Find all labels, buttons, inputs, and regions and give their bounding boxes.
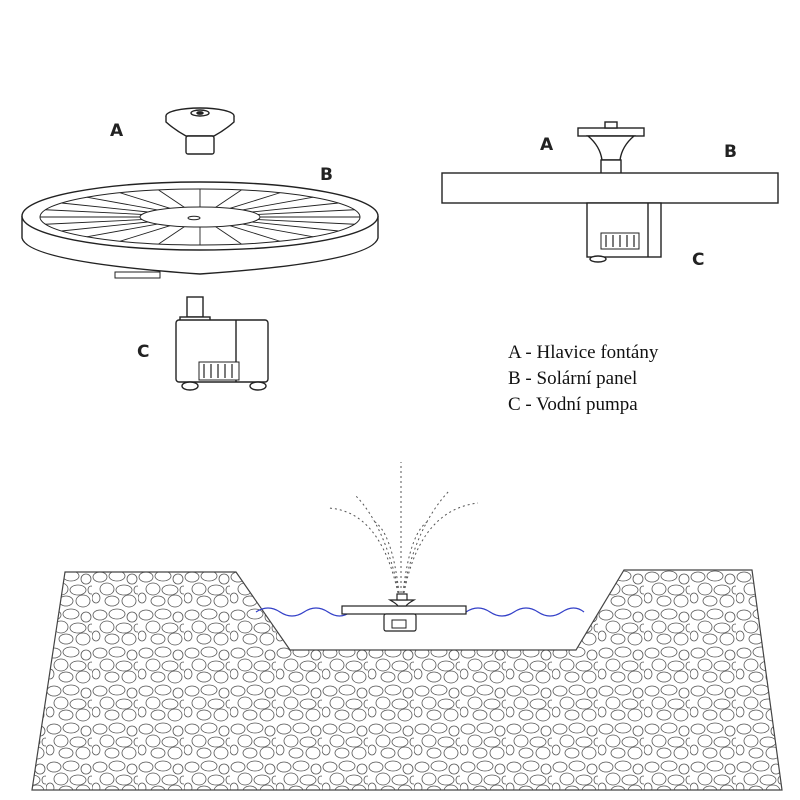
solar-cell-divider (61, 221, 149, 232)
label-c: C (137, 342, 149, 362)
water-surface-right (465, 607, 585, 617)
solar-cell-divider (242, 196, 314, 211)
legend-item-solar-panel: B - Solární panel (508, 368, 638, 389)
side-solar-panel (441, 172, 779, 204)
side-label-a: A (540, 135, 554, 155)
solar-cell-divider (229, 225, 281, 242)
solar-cell-divider (257, 219, 355, 225)
solar-cell-divider (215, 189, 242, 208)
solar-cell-divider (242, 223, 314, 238)
side-label-b: B (724, 142, 737, 162)
label-b: B (320, 165, 333, 185)
side-label-c: C (692, 250, 704, 270)
water-surface-left (255, 607, 351, 617)
fountain-head-nozzle (165, 107, 235, 155)
solar-cell-divider (215, 226, 242, 245)
pebble-bank (31, 569, 783, 791)
solar-cell-divider (158, 226, 185, 245)
legend: A - Hlavice fontány B - Solární panel C … (508, 340, 658, 418)
solar-cell-divider (229, 192, 281, 209)
label-a: A (110, 121, 124, 141)
pond-scene (31, 462, 783, 791)
solar-cell-divider (45, 219, 143, 225)
solar-cell-divider (119, 225, 171, 242)
exploded-view: A B (21, 107, 379, 391)
side-water-pump (586, 202, 662, 263)
water-pump (175, 296, 269, 391)
solar-cell-divider (251, 221, 339, 232)
solar-panel-disc (21, 181, 379, 279)
solar-cell-divider (45, 209, 143, 215)
solar-cell-divider (86, 196, 158, 211)
solar-cell-divider (119, 192, 171, 209)
legend-item-water-pump: C - Vodní pumpa (508, 394, 638, 415)
water-spray (326, 462, 479, 594)
legend-item-fountain-head: A - Hlavice fontány (508, 342, 659, 363)
solar-cell-divider (86, 223, 158, 238)
solar-cell-divider (257, 209, 355, 215)
solar-cell-divider (158, 189, 185, 208)
solar-cell-divider (251, 202, 339, 213)
floating-fountain (341, 593, 467, 632)
side-view: A B C (441, 121, 779, 270)
side-fountain-head (577, 121, 645, 175)
solar-cell-divider (61, 202, 149, 213)
